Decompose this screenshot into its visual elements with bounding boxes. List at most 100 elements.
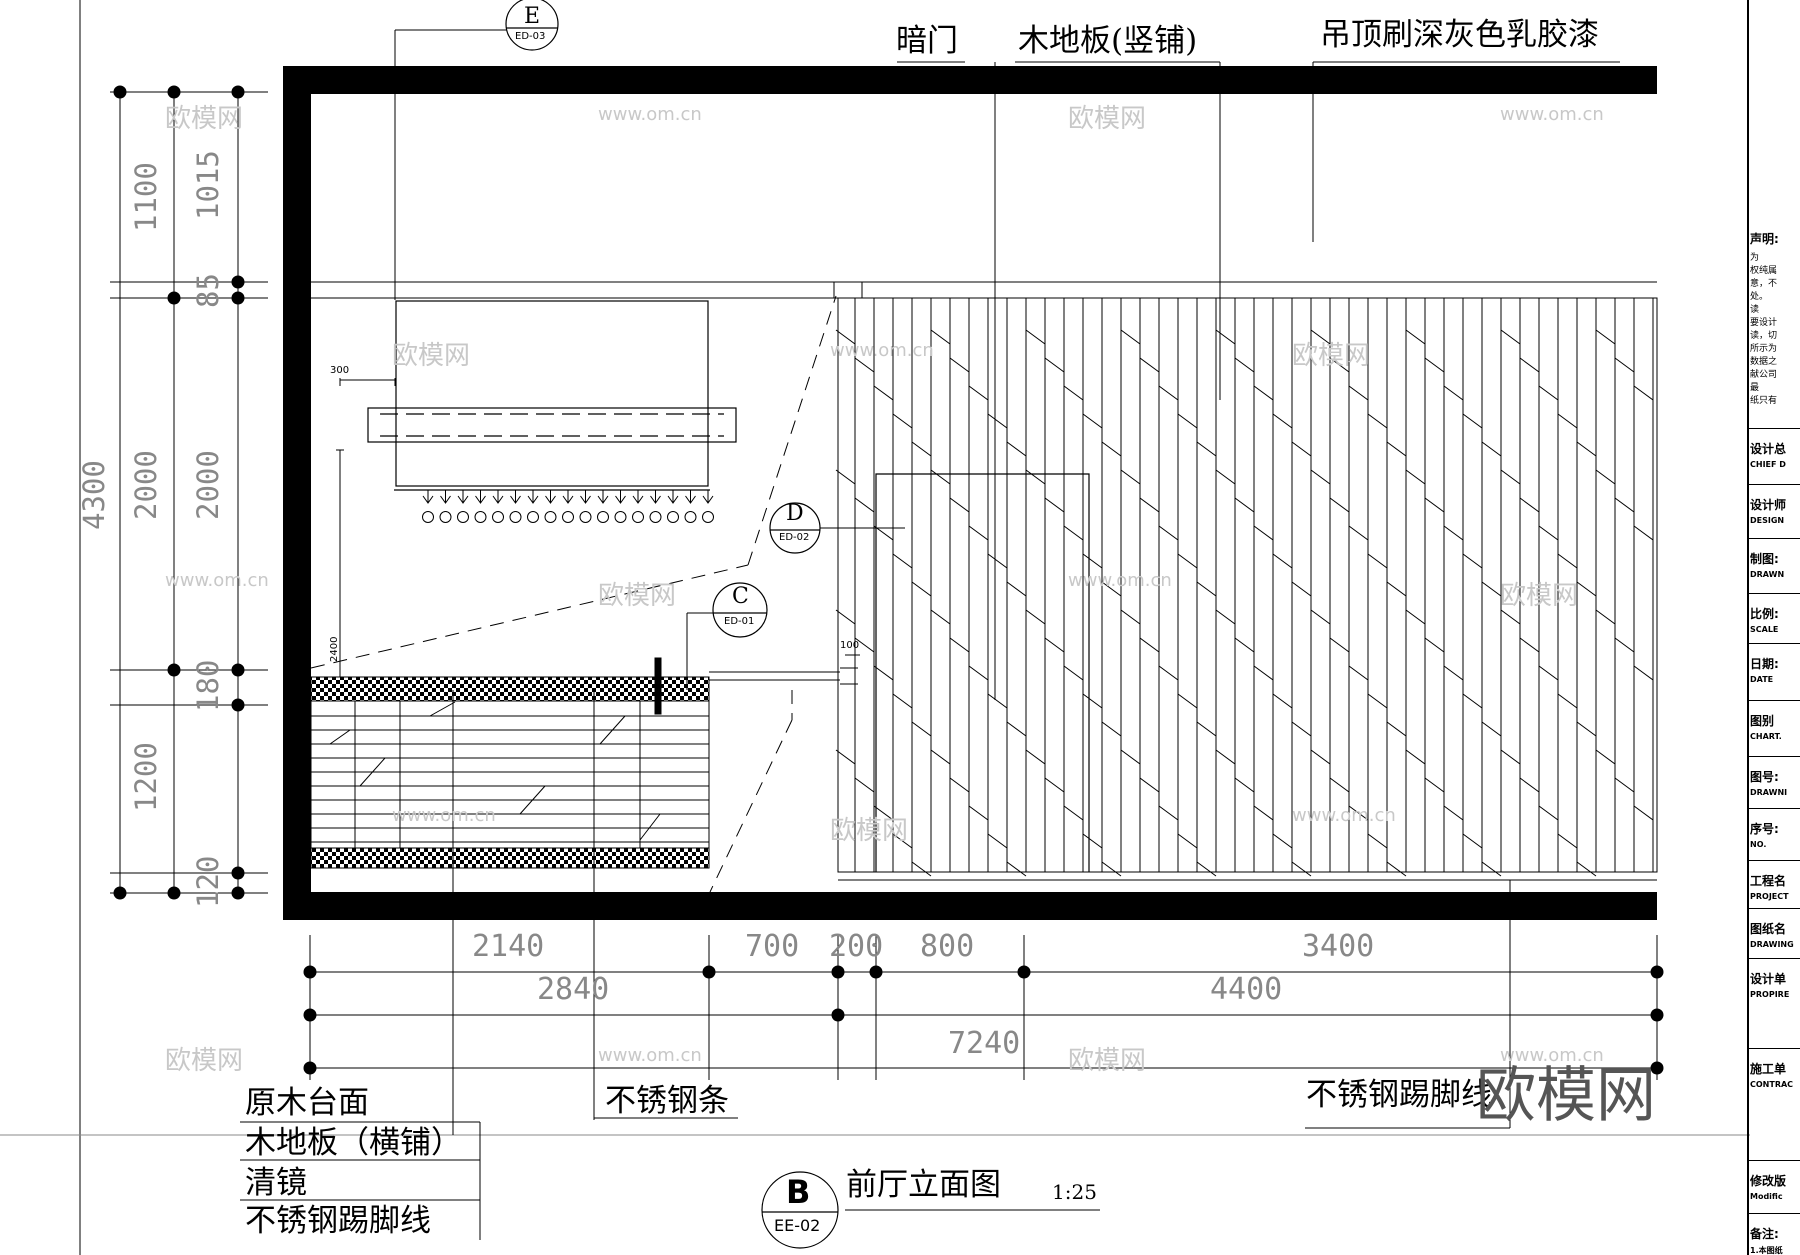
watermark-text: www.om.cn bbox=[830, 340, 934, 361]
title-block-cn: 图号: bbox=[1750, 770, 1779, 784]
title-block-cn: 序号: bbox=[1750, 822, 1779, 836]
label-steel-skirting-right: 不锈钢踢脚线 bbox=[1306, 1077, 1492, 1113]
title-block-row: 图纸名 DRAWING bbox=[1750, 920, 1800, 949]
dim-1100: 1100 bbox=[129, 162, 163, 232]
section-e-letter: E bbox=[524, 4, 541, 29]
sheet-frame bbox=[0, 0, 1750, 1255]
label-hidden-door: 暗门 bbox=[896, 23, 958, 59]
declaration-line: 献公司 bbox=[1750, 370, 1778, 380]
title-block-divider bbox=[1748, 860, 1800, 861]
title-block-en: DRAWN bbox=[1750, 570, 1785, 579]
section-bubbles bbox=[505, 0, 839, 1249]
dim-2000-mid: 2000 bbox=[129, 450, 163, 520]
title-block-en: DRAWNI bbox=[1750, 788, 1788, 797]
small-dimensions bbox=[336, 378, 860, 677]
declaration-line: 读 bbox=[1750, 305, 1760, 315]
watermark-text: 欧模网 bbox=[830, 816, 909, 846]
section-d-ref: ED-02 bbox=[779, 532, 810, 543]
watermark-text: 欧模网 bbox=[1068, 1046, 1147, 1076]
section-c-ref: ED-01 bbox=[724, 616, 755, 627]
dim-180: 180 bbox=[191, 659, 225, 712]
title-block-divider bbox=[1748, 1213, 1800, 1214]
dim-2140: 2140 bbox=[472, 929, 545, 964]
mirror-outline bbox=[310, 295, 837, 893]
title-block-divider bbox=[1748, 1048, 1800, 1049]
title-block-cn: 图纸名 bbox=[1750, 922, 1787, 936]
dim-4400: 4400 bbox=[1210, 972, 1283, 1007]
title-block-divider bbox=[1748, 808, 1800, 809]
declaration-line: 最 bbox=[1750, 383, 1760, 393]
title-block-en: PROPIRE bbox=[1750, 990, 1790, 999]
watermark-text: www.om.cn bbox=[1068, 570, 1172, 591]
title-block-cn: 备注: bbox=[1750, 1227, 1779, 1241]
watermark-text: 欧模网 bbox=[165, 1046, 244, 1076]
title-block-en: SCALE bbox=[1750, 625, 1779, 634]
title-block-cn: 制图: bbox=[1750, 552, 1779, 566]
section-c-letter: C bbox=[732, 584, 749, 609]
title-block-row: 序号:NO. bbox=[1750, 820, 1800, 849]
label-horizontal-floor: 木地板（横铺） bbox=[245, 1125, 462, 1161]
watermark-logo: 欧模网 bbox=[1476, 1061, 1656, 1131]
watermark-text: 欧模网 bbox=[1068, 104, 1147, 134]
title-block-divider bbox=[1748, 908, 1800, 909]
title-block-row: 制图: DRAWN bbox=[1750, 550, 1800, 579]
watermark-text: www.om.cn bbox=[392, 805, 496, 826]
watermark-text: www.om.cn bbox=[598, 104, 702, 125]
title-block-divider bbox=[1748, 1160, 1800, 1161]
title-block-en: Modific bbox=[1750, 1192, 1783, 1201]
wall-section bbox=[283, 66, 1657, 920]
label-wood-countertop: 原木台面 bbox=[245, 1085, 369, 1121]
title-block-cn: 比例: bbox=[1750, 607, 1779, 621]
declaration-text: 为权纯属意，不处。读要设计读，切所示为数据之献公司最纸只有 bbox=[1750, 252, 1800, 408]
title-block-cn: 施工单 bbox=[1750, 1062, 1787, 1076]
watermark-text: www.om.cn bbox=[1500, 1045, 1604, 1066]
dim-7240: 7240 bbox=[948, 1026, 1021, 1061]
title-block-row: 设计单 PROPIRE bbox=[1750, 970, 1800, 999]
dim-800: 800 bbox=[920, 929, 975, 964]
title-block-cn: 图别 bbox=[1750, 714, 1775, 728]
declaration-line: 纸只有 bbox=[1750, 396, 1778, 406]
declaration-line: 处。 bbox=[1750, 292, 1769, 302]
ceiling-band bbox=[311, 281, 1657, 299]
title-letter: B bbox=[786, 1173, 811, 1211]
dim-2400: 2400 bbox=[329, 636, 340, 662]
title-block-cn: 设计单 bbox=[1750, 972, 1787, 986]
title-block-divider bbox=[1748, 484, 1800, 485]
title-block-divider bbox=[1748, 428, 1800, 429]
dim-2840: 2840 bbox=[537, 972, 610, 1007]
title-block-en: DRAWING bbox=[1750, 940, 1794, 949]
title-block-divider bbox=[1748, 643, 1800, 644]
dim-3400: 3400 bbox=[1302, 929, 1375, 964]
watermark-text: www.om.cn bbox=[165, 570, 269, 591]
label-mirror: 清镜 bbox=[245, 1165, 307, 1201]
title-block-row: 备注: 1.本图纸 bbox=[1750, 1225, 1800, 1255]
watermark-text: www.om.cn bbox=[598, 1045, 702, 1066]
dim-1200: 1200 bbox=[129, 742, 163, 812]
dim-200: 200 bbox=[829, 929, 884, 964]
title-block-divider bbox=[1748, 700, 1800, 701]
watermark-text: 欧模网 bbox=[598, 581, 677, 611]
label-vertical-floor: 木地板(竖铺) bbox=[1018, 23, 1198, 59]
title-block-en: PROJECT bbox=[1750, 892, 1789, 901]
title-block-cn: 日期: bbox=[1750, 657, 1779, 671]
title-block-row: 图号: DRAWNI bbox=[1750, 768, 1800, 797]
section-d-letter: D bbox=[786, 501, 804, 526]
title-block-divider bbox=[1748, 756, 1800, 757]
declaration-line: 权纯属 bbox=[1750, 266, 1778, 276]
section-e-ref: ED-03 bbox=[515, 31, 546, 42]
vertical-floorboard-wall bbox=[835, 297, 1658, 881]
drawing-scale: 1:25 bbox=[1052, 1180, 1097, 1204]
title-block-cn: 设计师 bbox=[1750, 498, 1787, 512]
watermark-text: 欧模网 bbox=[392, 341, 471, 371]
dim-100: 100 bbox=[840, 640, 860, 651]
title-block-en: 1.本图纸 bbox=[1750, 1246, 1783, 1255]
title-block-divider bbox=[1748, 538, 1800, 539]
title-block-row: 日期:DATE bbox=[1750, 655, 1800, 684]
drawing-title: 前厅立面图 bbox=[846, 1167, 1001, 1203]
label-steel-strip: 不锈钢条 bbox=[605, 1083, 729, 1119]
